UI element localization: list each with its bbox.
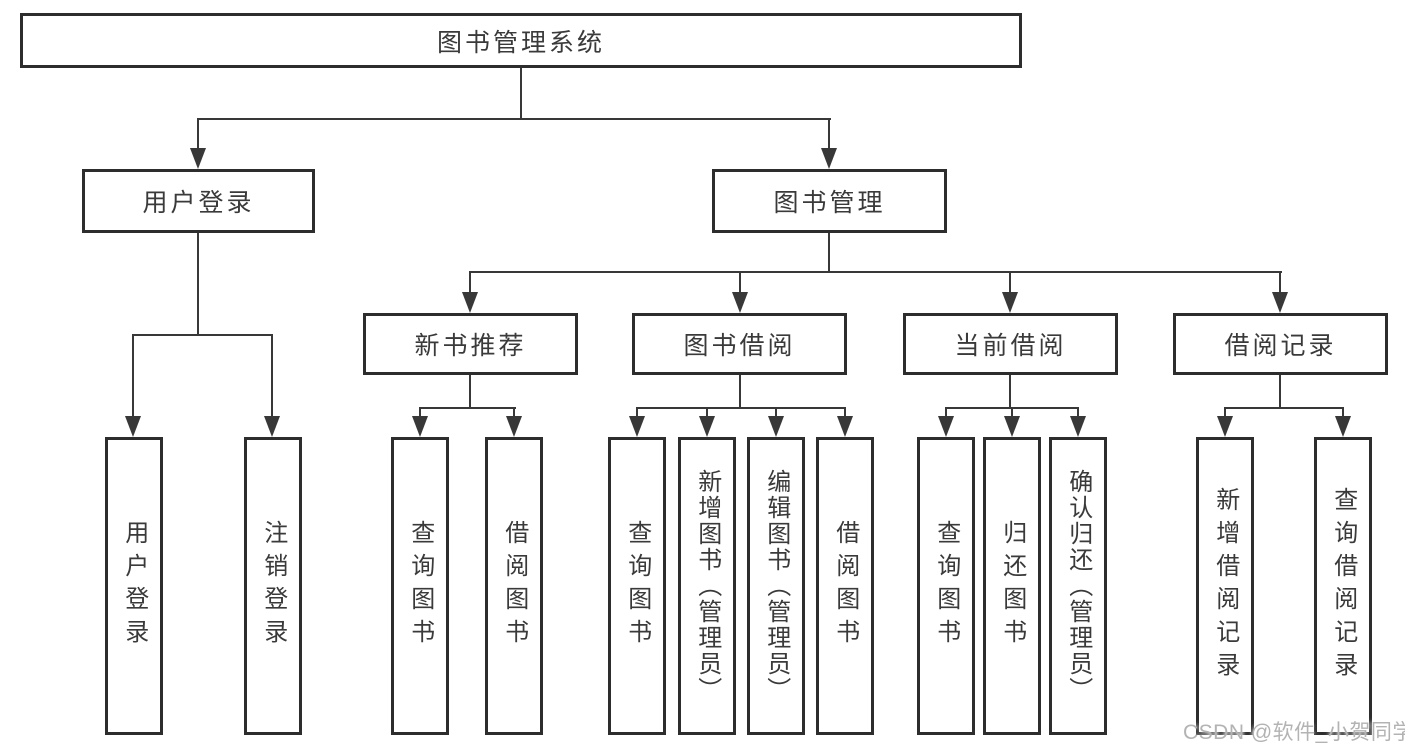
connector-line [1011, 407, 1013, 417]
arrowhead-down-icon [1004, 416, 1020, 437]
leaf-add-borrow-record: 新增借阅记录 [1196, 437, 1254, 735]
node-borrow-records: 借阅记录 [1173, 313, 1388, 375]
node-label: 图书管理 [773, 189, 886, 217]
connector-line [1279, 271, 1281, 295]
connector-line [271, 334, 273, 418]
connector-line [469, 271, 1282, 273]
arrowhead-down-icon [837, 416, 853, 437]
connector-line [636, 407, 638, 417]
node-label: 图书借阅 [683, 332, 796, 360]
connector-line [1077, 407, 1079, 417]
arrowhead-down-icon [125, 416, 141, 437]
arrowhead-down-icon [821, 148, 837, 169]
arrowhead-down-icon [768, 416, 784, 437]
connector-line [1224, 407, 1226, 417]
leaf-logout: 注销登录 [244, 437, 302, 735]
arrowhead-down-icon [1272, 292, 1288, 313]
connector-line [739, 375, 741, 409]
connector-line [739, 271, 741, 295]
node-label: 新书推荐 [414, 332, 527, 360]
connector-line [419, 407, 516, 409]
connector-line [197, 233, 199, 336]
node-label: 确认归还（管理员） [1064, 469, 1092, 703]
connector-line [828, 118, 830, 150]
node-label: 借阅图书 [500, 520, 528, 652]
connector-line [197, 118, 199, 150]
connector-line [132, 334, 134, 418]
node-book-management: 图书管理 [712, 169, 947, 233]
arrowhead-down-icon [629, 416, 645, 437]
node-root-system: 图书管理系统 [20, 13, 1022, 68]
arrowhead-down-icon [938, 416, 954, 437]
node-label: 查询借阅记录 [1329, 487, 1357, 685]
leaf-return-books: 归还图书 [983, 437, 1041, 735]
connector-line [828, 233, 830, 273]
leaf-query-books-recommend: 查询图书 [391, 437, 449, 735]
node-label: 当前借阅 [954, 332, 1067, 360]
node-label: 用户登录 [142, 189, 255, 217]
connector-line [1009, 271, 1011, 295]
arrowhead-down-icon [462, 292, 478, 313]
node-label: 归还图书 [998, 520, 1026, 652]
node-label: 借阅图书 [831, 520, 859, 652]
node-book-borrowing: 图书借阅 [632, 313, 847, 375]
node-current-borrowing: 当前借阅 [903, 313, 1118, 375]
arrowhead-down-icon [699, 416, 715, 437]
node-new-book-recommend: 新书推荐 [363, 313, 578, 375]
leaf-query-books-borrowing: 查询图书 [608, 437, 666, 735]
connector-line [1224, 407, 1344, 409]
connector-line [1342, 407, 1344, 417]
node-label: 查询图书 [623, 520, 651, 652]
csdn-watermark: CSDN @软件_小贺同学 [1183, 721, 1405, 744]
arrowhead-down-icon [732, 292, 748, 313]
leaf-query-books-current: 查询图书 [917, 437, 975, 735]
node-label: 查询图书 [932, 520, 960, 652]
leaf-user-login: 用户登录 [105, 437, 163, 735]
connector-line [197, 118, 831, 120]
node-label: 借阅记录 [1224, 332, 1337, 360]
node-user-login: 用户登录 [82, 169, 315, 233]
node-label: 新增借阅记录 [1211, 487, 1239, 685]
arrowhead-down-icon [1070, 416, 1086, 437]
leaf-borrow-books: 借阅图书 [816, 437, 874, 735]
connector-line [945, 407, 947, 417]
node-label: 查询图书 [406, 520, 434, 652]
connector-line [132, 334, 273, 336]
arrowhead-down-icon [1217, 416, 1233, 437]
connector-line [706, 407, 708, 417]
connector-line [419, 407, 421, 417]
leaf-add-books-admin: 新增图书（管理员） [678, 437, 736, 735]
arrowhead-down-icon [412, 416, 428, 437]
leaf-confirm-return-admin: 确认归还（管理员） [1049, 437, 1107, 735]
leaf-query-borrow-record: 查询借阅记录 [1314, 437, 1372, 735]
connector-line [1009, 375, 1011, 409]
arrowhead-down-icon [1002, 292, 1018, 313]
node-label: 编辑图书（管理员） [762, 469, 790, 703]
connector-line [636, 407, 846, 409]
arrowhead-down-icon [190, 148, 206, 169]
node-label: 用户登录 [120, 520, 148, 652]
node-label: 图书管理系统 [436, 28, 605, 57]
connector-line [844, 407, 846, 417]
arrowhead-down-icon [1335, 416, 1351, 437]
arrowhead-down-icon [264, 416, 280, 437]
connector-line [775, 407, 777, 417]
node-label: 注销登录 [259, 520, 287, 652]
connector-line [1279, 375, 1281, 409]
arrowhead-down-icon [506, 416, 522, 437]
leaf-borrow-books-recommend: 借阅图书 [485, 437, 543, 735]
node-label: 新增图书（管理员） [693, 469, 721, 703]
connector-line [520, 68, 522, 120]
connector-line [469, 375, 471, 409]
leaf-edit-books-admin: 编辑图书（管理员） [747, 437, 805, 735]
connector-line [469, 271, 471, 295]
connector-line [513, 407, 515, 417]
